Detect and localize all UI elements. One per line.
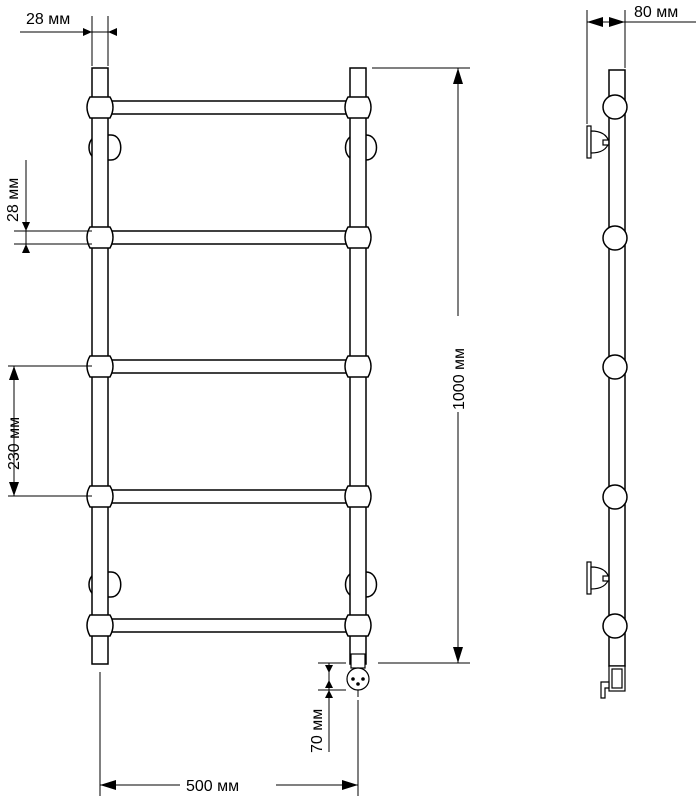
joint-collars — [86, 96, 372, 637]
side-connector — [600, 665, 626, 699]
dim-width-label: 500 мм — [186, 778, 239, 795]
dim-bar-thickness: 28 мм — [5, 160, 92, 253]
dim-tube-width: 28 мм — [20, 11, 117, 66]
side-crossbar-ends — [602, 94, 628, 639]
dim-bar-spacing-label: 230 мм — [6, 417, 23, 470]
dim-bar-thickness-label: 28 мм — [5, 178, 22, 222]
electrical-connector — [346, 653, 370, 697]
side-view — [586, 69, 628, 699]
dim-wall-depth-label: 80 мм — [634, 4, 678, 21]
dim-height: 1000 мм — [372, 67, 470, 664]
crossbar-3 — [107, 359, 351, 374]
dim-connector-offset: 70 мм — [309, 662, 346, 753]
side-bracket-top — [586, 125, 610, 159]
dim-bar-spacing: 230 мм — [6, 365, 92, 497]
dim-tube-width-label: 28 мм — [26, 11, 70, 28]
crossbar-5 — [107, 618, 351, 633]
front-view — [86, 67, 378, 697]
dim-wall-depth: 80 мм — [586, 4, 696, 124]
crossbar-2 — [107, 230, 351, 245]
side-bracket-bottom — [586, 561, 610, 595]
dim-connector-offset-label: 70 мм — [309, 709, 326, 753]
dim-height-label: 1000 мм — [451, 348, 468, 410]
crossbar-4 — [107, 489, 351, 504]
dim-width: 500 мм — [99, 672, 359, 796]
crossbar-1 — [107, 100, 351, 115]
